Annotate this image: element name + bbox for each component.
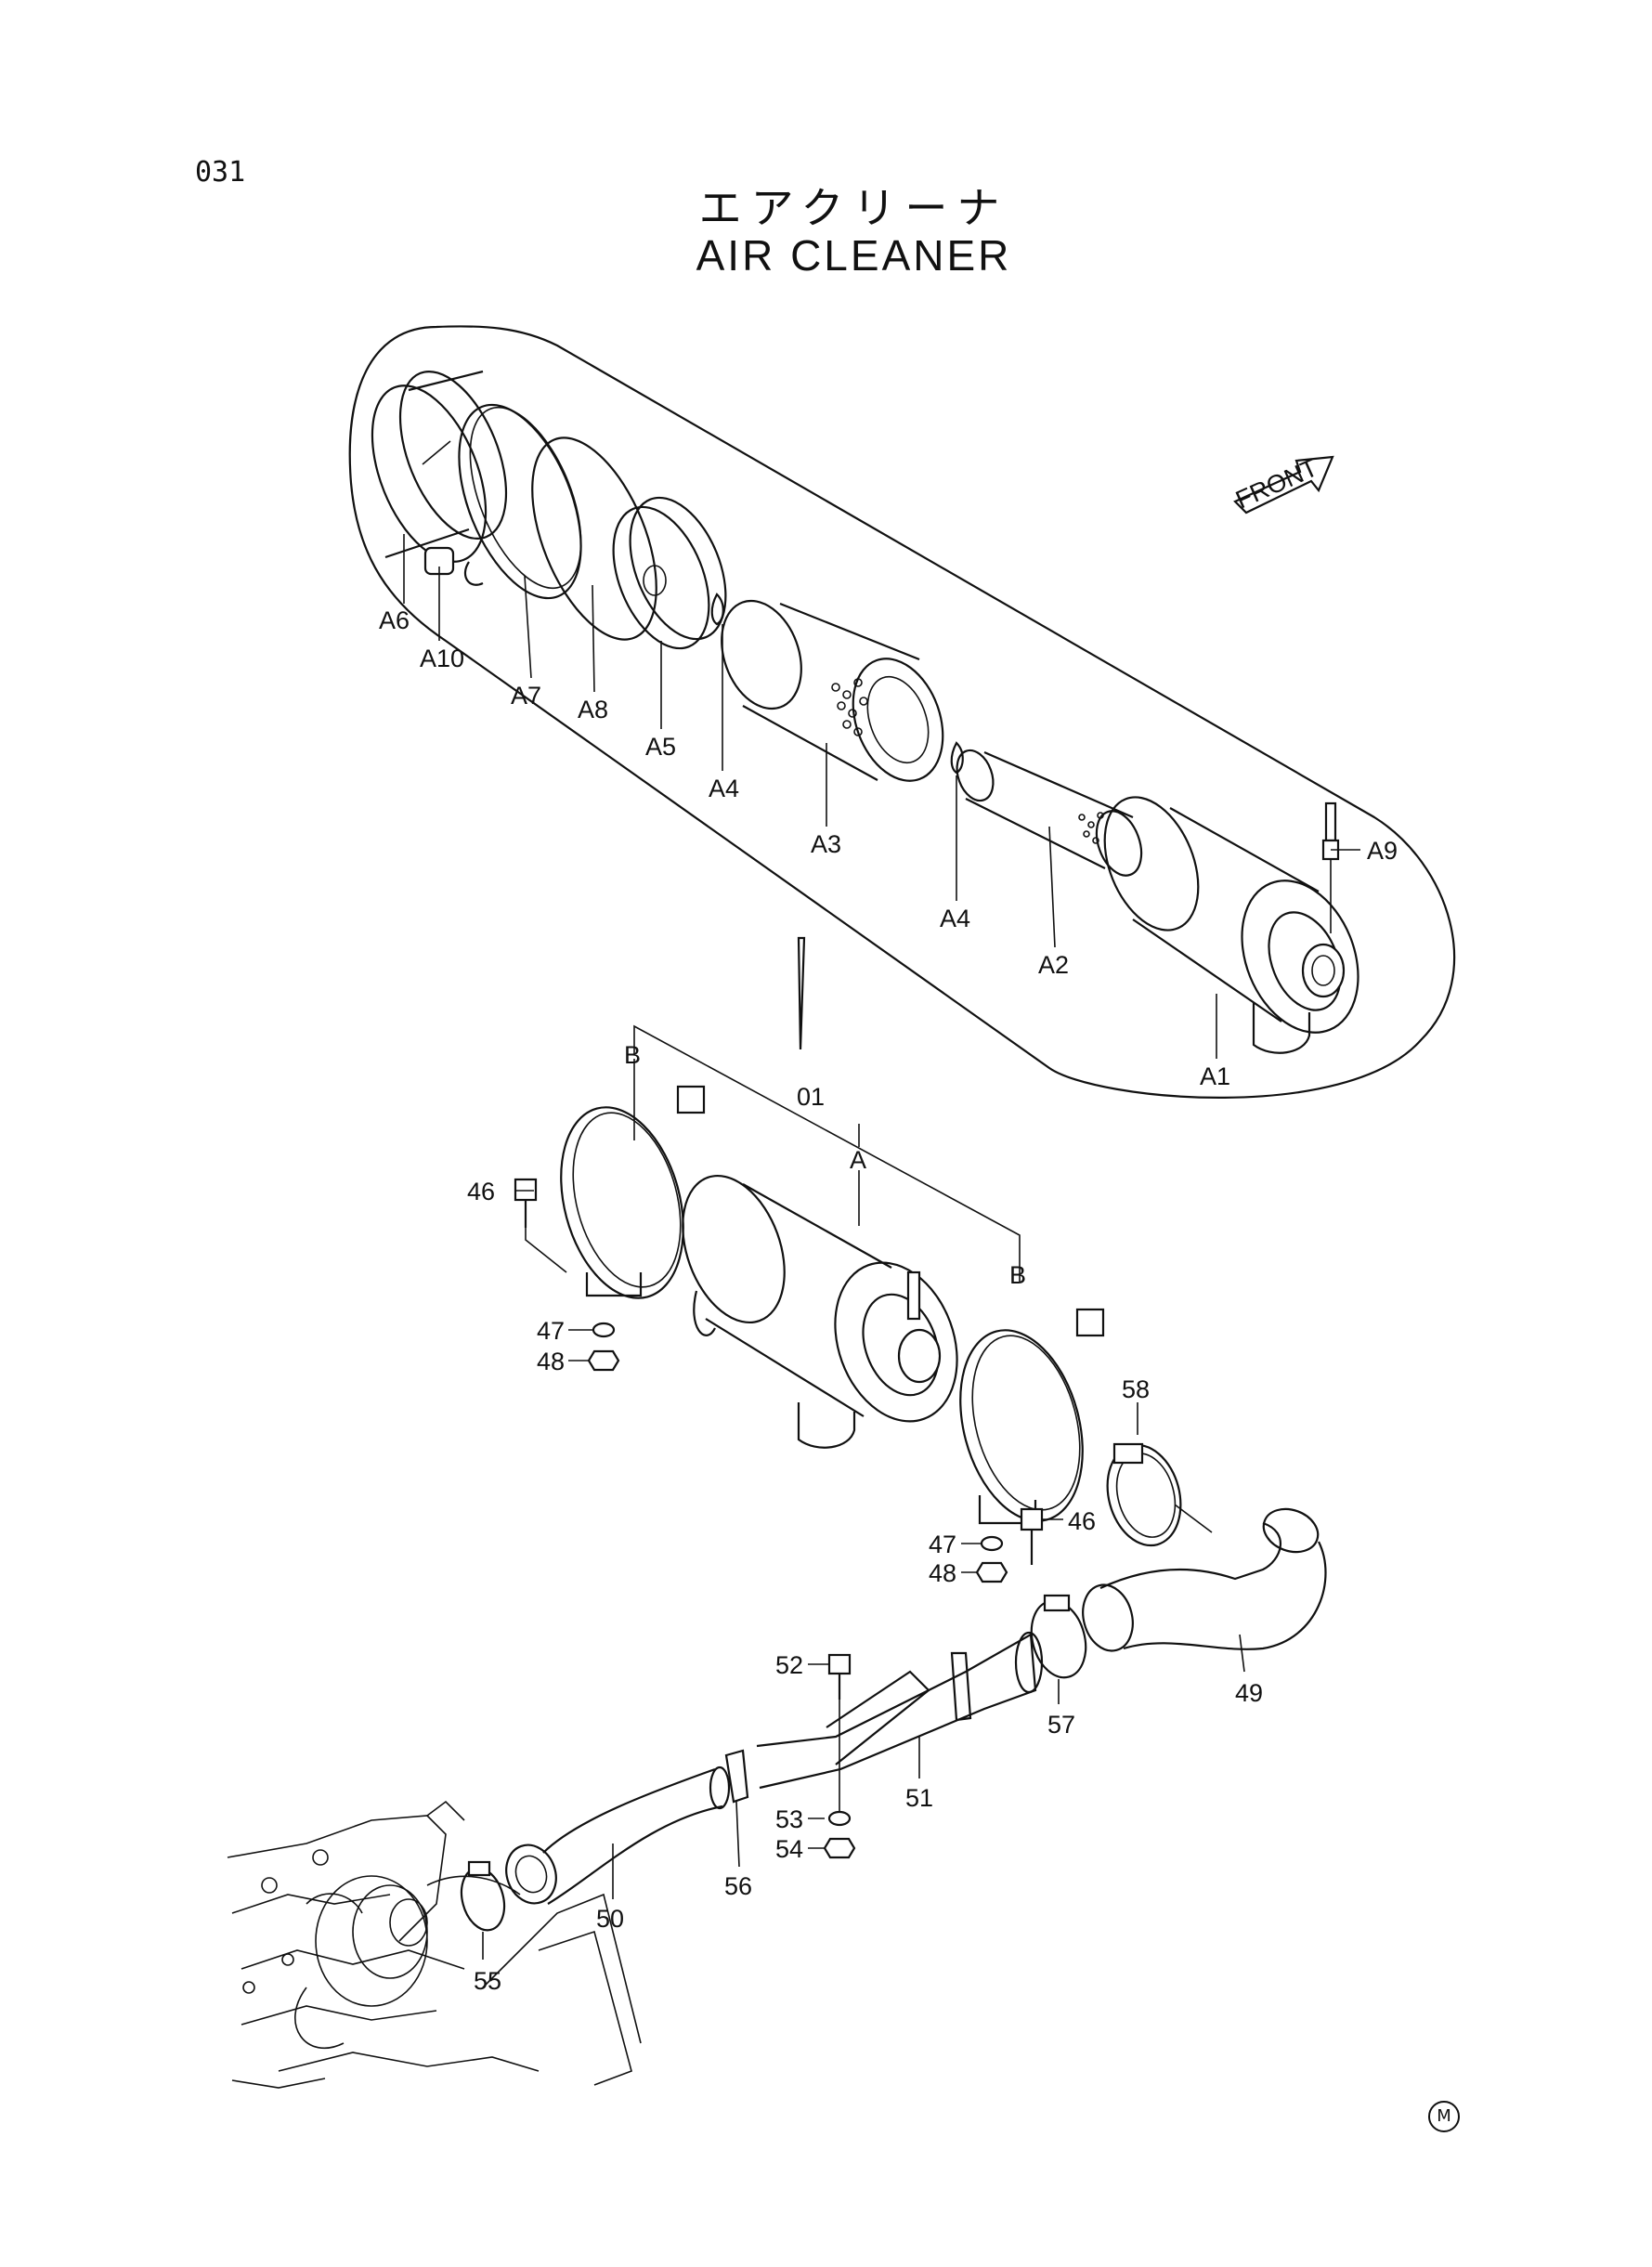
- callout-46-left: 46: [467, 1178, 495, 1205]
- part-56-clamp: [724, 1749, 749, 1804]
- part-a6-cap: [371, 370, 508, 563]
- part-58-hose-clamp: [1106, 1442, 1182, 1547]
- callout-A7: A7: [511, 682, 541, 710]
- part-a-air-cleaner-assembly: [682, 1174, 958, 1449]
- callout-57: 57: [1047, 1711, 1075, 1739]
- part-49-elbow-hose: [1082, 1507, 1327, 1652]
- callout-49: 49: [1235, 1679, 1263, 1707]
- callout-56: 56: [724, 1872, 752, 1900]
- callout-47-left: 47: [537, 1317, 565, 1345]
- corner-mark: M: [1428, 2101, 1460, 2132]
- part-a4-clip-upper: [710, 593, 724, 626]
- part-55-hose-clamp: [460, 1860, 506, 1932]
- part-a3-outer-element: [721, 599, 944, 782]
- part-46-bolt-right: [1020, 1507, 1044, 1565]
- callout-A2: A2: [1038, 951, 1069, 979]
- explode-pointer: [797, 936, 806, 1050]
- callout-46-right: 46: [1068, 1507, 1096, 1535]
- callout-48-right: 48: [929, 1559, 956, 1587]
- callout-01: 01: [797, 1083, 825, 1111]
- callout-53: 53: [775, 1805, 803, 1833]
- callout-B-right: B: [1009, 1261, 1026, 1289]
- callout-B-left: B: [624, 1041, 641, 1069]
- part-47-washer-right: [980, 1535, 1004, 1552]
- callout-A: A: [850, 1146, 866, 1174]
- callout-A4-upper: A4: [709, 775, 739, 802]
- exploded-view-outline: [348, 325, 1456, 1099]
- part-a8-o-ring: [531, 436, 657, 641]
- callout-51: 51: [905, 1784, 933, 1812]
- part-51-intake-duct: [756, 1631, 1044, 1790]
- callout-A5: A5: [645, 733, 676, 761]
- part-b-band-left: [560, 1085, 706, 1299]
- callout-A4-lower: A4: [940, 905, 970, 932]
- part-a2-inner-element: [956, 749, 1143, 877]
- title-japanese: エアクリーナ: [698, 183, 1009, 233]
- part-54-nut: [823, 1837, 856, 1859]
- callout-52: 52: [775, 1651, 803, 1679]
- part-a7-clamp: [458, 403, 582, 600]
- callout-A9: A9: [1367, 837, 1398, 865]
- page-number: 031: [195, 156, 246, 189]
- part-a5-inner-cap: [612, 496, 727, 650]
- callout-A1: A1: [1200, 1062, 1230, 1090]
- callout-54: 54: [775, 1835, 803, 1863]
- callout-A6: A6: [379, 606, 410, 634]
- front-label: FRONT: [1231, 453, 1321, 514]
- part-46-bolt-left: [514, 1178, 538, 1228]
- leader-lines: [403, 534, 1360, 1960]
- engine-turbo-sketch: [227, 1800, 642, 2089]
- callout-58: 58: [1122, 1375, 1150, 1403]
- callout-50: 50: [596, 1905, 624, 1933]
- callout-55: 55: [474, 1967, 501, 1995]
- part-48-nut-left: [587, 1349, 620, 1372]
- part-53-washer: [827, 1810, 852, 1827]
- part-48-nut-right: [975, 1561, 1008, 1583]
- callout-A10: A10: [420, 645, 464, 672]
- part-a1-housing: [1103, 796, 1359, 1054]
- part-50-hose: [505, 1765, 731, 1905]
- front-arrow: FRONT: [1231, 453, 1334, 514]
- callout-A3: A3: [811, 830, 841, 858]
- callout-A8: A8: [578, 696, 608, 723]
- part-57-hose-clamp: [1030, 1594, 1087, 1679]
- callout-47-right: 47: [929, 1531, 956, 1558]
- title-english: AIR CLEANER: [696, 231, 1012, 280]
- part-b-band-right: [959, 1308, 1105, 1525]
- part-a9-indicator: [1321, 801, 1340, 933]
- callout-48-left: 48: [537, 1348, 565, 1375]
- assembly-bracket-lines: [633, 1024, 1021, 1282]
- part-52-bolt: [827, 1653, 852, 1700]
- part-47-washer-left: [592, 1322, 616, 1338]
